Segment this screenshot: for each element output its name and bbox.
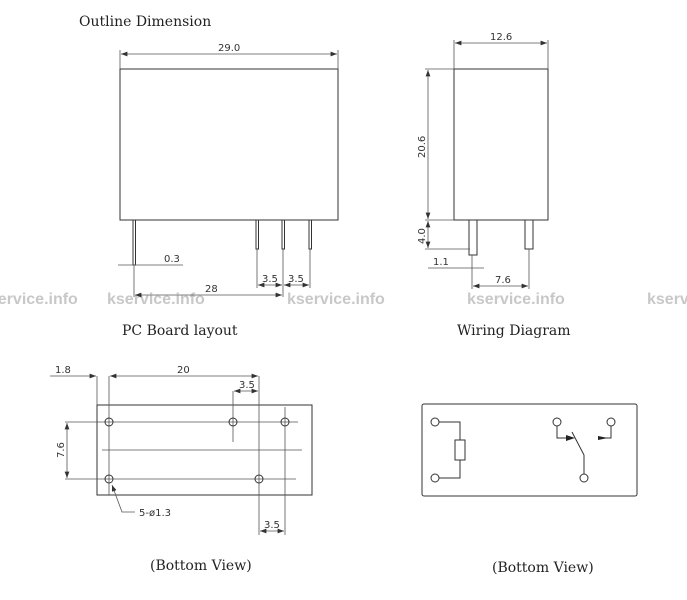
hole-spec-label: 5-ø1.3 [139,508,171,519]
watermark: kservice.info [647,291,687,308]
side-view: 12.6 20.6 4.0 1.1 7.6 [417,32,549,289]
pcb-layout-title: PC Board layout [122,323,238,339]
pcb-hole [104,417,114,427]
dim-offset-1-8: 1.8 [55,365,71,376]
wiring-diagram: (Bottom View) [421,403,638,576]
dim-width-29: 29.0 [218,43,240,54]
outline-dimension-title: Outline Dimension [79,14,211,30]
pcb-hole [254,474,264,484]
dim-pitch-b: 3.5 [288,274,304,285]
watermark: kservice.info [0,291,78,308]
coil-terminal [430,473,440,483]
watermarks: kservice.info kservice.info kservice.inf… [0,291,687,308]
dim-span-28: 28 [205,284,218,295]
wiring-diagram-title: Wiring Diagram [457,323,571,339]
dim-pitch-bottom: 3.5 [264,520,280,531]
coil-resistor-icon [454,439,466,461]
dim-pin-0-3: 0.3 [164,254,180,265]
dim-pitch-a: 3.5 [262,274,278,285]
bottom-view-label-wiring: (Bottom View) [492,560,594,576]
watermark: kservice.info [287,291,385,308]
no-terminal [606,417,616,427]
pcb-hole [104,474,114,484]
dim-pitch-top: 3.5 [239,380,255,391]
bottom-view-label-pcb: (Bottom View) [150,558,252,574]
dim-height-20-6: 20.6 [417,136,428,158]
pcb-layout: 1.8 20 3.5 7.6 3.5 5-ø1.3 (Bottom View) [50,365,313,574]
dim-pin-length-4-0: 4.0 [417,228,428,244]
coil-terminal [430,417,440,427]
dim-width-12-6: 12.6 [490,32,512,43]
nc-terminal [579,473,589,483]
dim-row-spacing: 7.6 [56,442,67,458]
watermark: kservice.info [467,291,565,308]
dim-pin-spacing-7-6: 7.6 [495,275,511,286]
pcb-hole [228,417,238,427]
pcb-hole [280,417,290,427]
dim-pin-thickness-1-1: 1.1 [433,257,449,268]
watermark: kservice.info [107,291,205,308]
front-view: 29.0 0.3 3.5 3.5 28 [118,43,339,298]
common-terminal [552,417,562,427]
dim-span-20: 20 [177,365,190,376]
